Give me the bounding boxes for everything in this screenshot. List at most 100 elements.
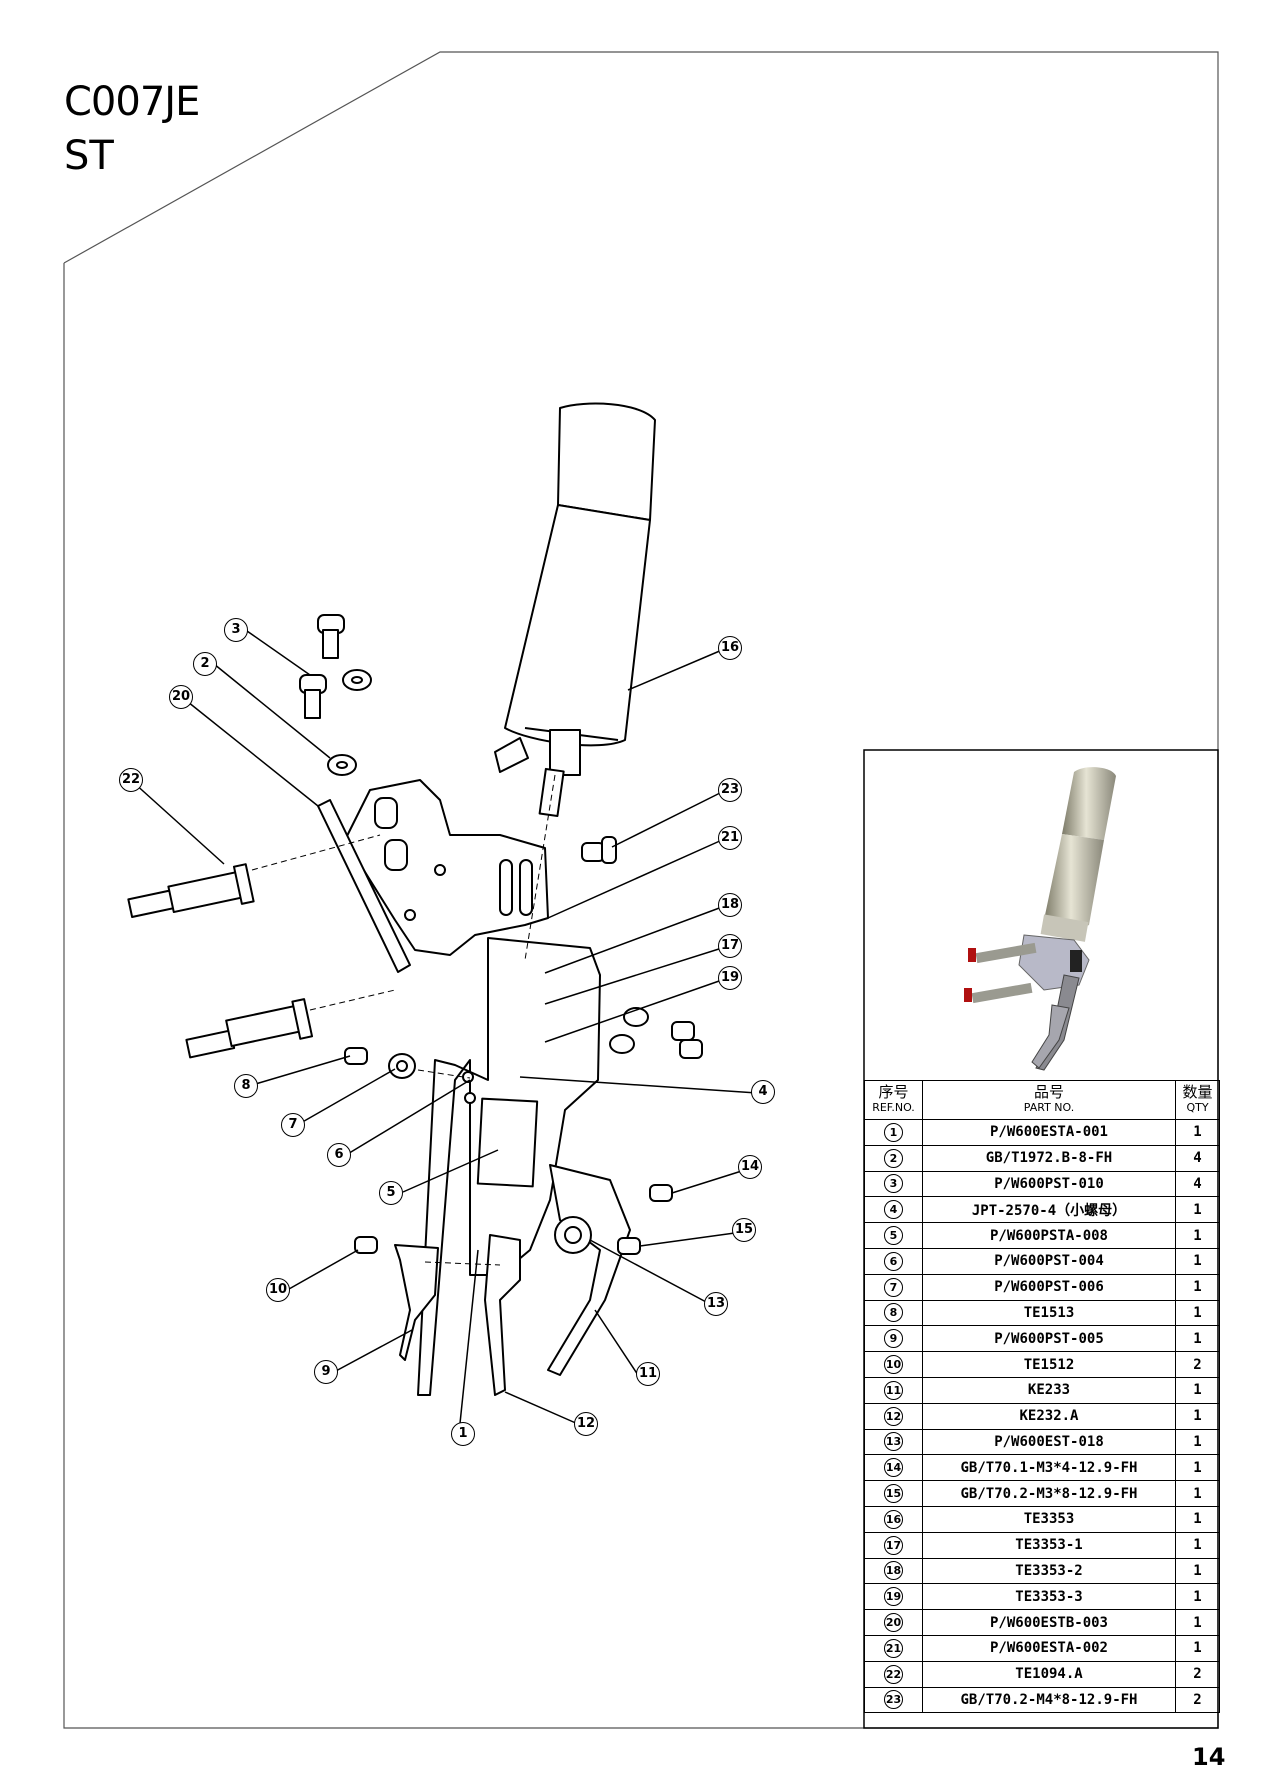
callout: 11 <box>636 1362 660 1386</box>
guide-pins <box>127 863 314 1059</box>
part-no: KE233 <box>922 1376 1176 1404</box>
callout: 15 <box>732 1218 756 1242</box>
callout: 7 <box>281 1113 305 1137</box>
qty: 1 <box>1175 1376 1220 1404</box>
leader-lines <box>132 630 758 1434</box>
part-no: P/W600PST-005 <box>922 1325 1176 1353</box>
ref-no: 19 <box>884 1587 903 1607</box>
qty: 1 <box>1175 1222 1220 1249</box>
part-no: TE1512 <box>922 1351 1176 1378</box>
ref-no: 4 <box>884 1200 903 1220</box>
part-no: P/W600ESTA-002 <box>922 1634 1176 1662</box>
qty: 1 <box>1175 1247 1220 1275</box>
qty: 2 <box>1175 1351 1220 1378</box>
part-no: P/W600PST-010 <box>922 1170 1176 1198</box>
ref-no: 23 <box>884 1690 903 1710</box>
part-no: GB/T70.2-M4*8-12.9-FH <box>922 1686 1176 1714</box>
callout: 13 <box>704 1292 728 1316</box>
part-no: TE1513 <box>922 1299 1176 1327</box>
qty: 1 <box>1175 1505 1220 1533</box>
qty: 4 <box>1175 1170 1220 1198</box>
part-no: GB/T1972.B-8-FH <box>922 1144 1176 1172</box>
callout: 1 <box>451 1422 475 1446</box>
qty: 2 <box>1175 1660 1220 1688</box>
callout: 5 <box>379 1181 403 1205</box>
assembly-thumbnail <box>964 767 1116 1071</box>
ref-no: 10 <box>884 1355 903 1375</box>
motor-body <box>494 402 656 818</box>
callout: 22 <box>119 768 143 792</box>
small-screws <box>344 836 703 1255</box>
part-no: TE1094.A <box>922 1660 1176 1688</box>
mount-plate <box>317 799 411 973</box>
callout: 23 <box>718 778 742 802</box>
ref-no: 13 <box>884 1432 903 1452</box>
part-no: TE3353 <box>922 1505 1176 1533</box>
part-no: KE232.A <box>922 1402 1176 1430</box>
ref-no: 22 <box>884 1664 903 1684</box>
qty: 4 <box>1175 1144 1220 1172</box>
ref-no: 14 <box>884 1458 903 1478</box>
callout: 8 <box>234 1074 258 1098</box>
callout: 4 <box>751 1080 775 1104</box>
ref-no: 2 <box>884 1148 903 1168</box>
qty: 1 <box>1175 1325 1220 1353</box>
ref-no: 21 <box>884 1638 903 1658</box>
motor-bracket <box>344 779 549 956</box>
callout: 9 <box>314 1360 338 1384</box>
qty: 1 <box>1175 1634 1220 1662</box>
ref-no: 8 <box>884 1303 903 1323</box>
ref-no: 7 <box>884 1277 903 1297</box>
qty: 1 <box>1175 1480 1220 1507</box>
part-no: P/W600ESTB-003 <box>922 1609 1176 1636</box>
callout: 18 <box>718 893 742 917</box>
qty: 1 <box>1175 1454 1220 1482</box>
finger-centre <box>484 1234 521 1396</box>
qty: 1 <box>1175 1402 1220 1430</box>
qty: 1 <box>1175 1196 1220 1224</box>
qty: 1 <box>1175 1119 1220 1146</box>
callout: 12 <box>574 1412 598 1436</box>
model-code: C007JE <box>64 79 200 125</box>
part-no: TE3353-2 <box>922 1557 1176 1585</box>
screws-and-washers <box>299 614 372 776</box>
finger-left <box>394 1244 439 1361</box>
part-no: TE3353-3 <box>922 1583 1176 1611</box>
ref-no: 17 <box>884 1535 903 1555</box>
ref-no: 3 <box>884 1174 903 1194</box>
part-no: GB/T70.2-M3*8-12.9-FH <box>922 1480 1176 1507</box>
callout: 14 <box>738 1155 762 1179</box>
callout: 20 <box>169 685 193 709</box>
qty: 1 <box>1175 1273 1220 1301</box>
qty: 1 <box>1175 1428 1220 1456</box>
ref-no: 9 <box>884 1329 903 1349</box>
qty: 1 <box>1175 1557 1220 1585</box>
qty: 1 <box>1175 1299 1220 1327</box>
callout: 10 <box>266 1278 290 1302</box>
part-no: P/W600EST-018 <box>922 1428 1176 1456</box>
callout: 21 <box>718 826 742 850</box>
part-no: GB/T70.1-M3*4-12.9-FH <box>922 1454 1176 1482</box>
